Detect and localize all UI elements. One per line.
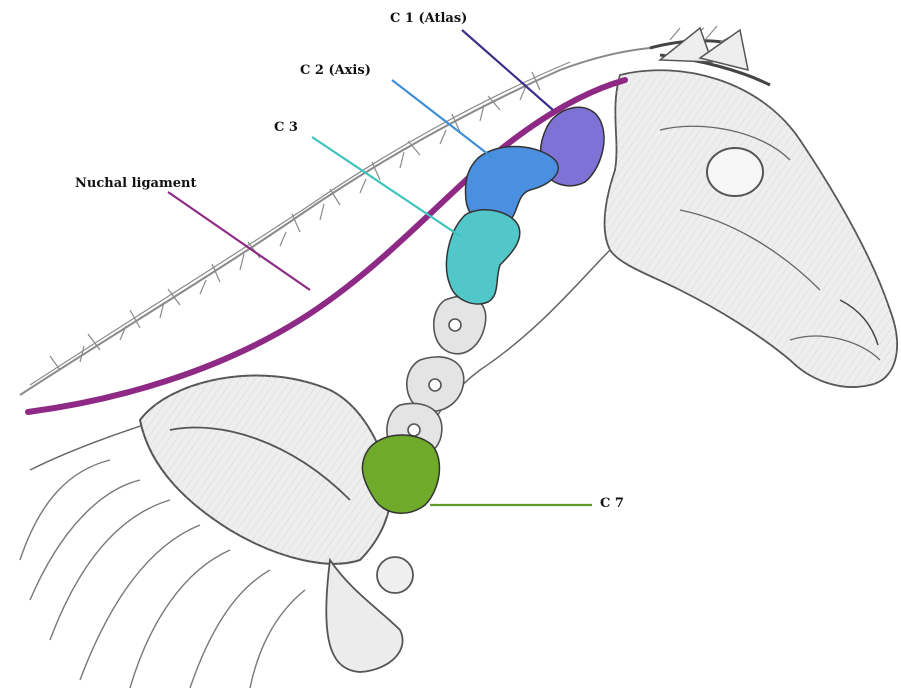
leader-line-c1 bbox=[462, 30, 553, 110]
label-c7: C 7 bbox=[600, 497, 624, 510]
label-nuchal-ligament: Nuchal ligament bbox=[75, 177, 196, 190]
leader-line-nuchal bbox=[168, 192, 310, 290]
leader-line-c2 bbox=[392, 80, 493, 158]
label-c1-atlas: C 1 (Atlas) bbox=[390, 12, 467, 25]
label-c2-axis: C 2 (Axis) bbox=[300, 64, 371, 77]
horse-head bbox=[605, 70, 897, 387]
vertebra-c3 bbox=[446, 210, 519, 304]
leader-line-c3 bbox=[312, 137, 460, 236]
label-c3: C 3 bbox=[274, 121, 298, 134]
eye-socket bbox=[707, 148, 763, 196]
scapula bbox=[140, 376, 413, 672]
nuchal-ligament bbox=[28, 80, 625, 412]
